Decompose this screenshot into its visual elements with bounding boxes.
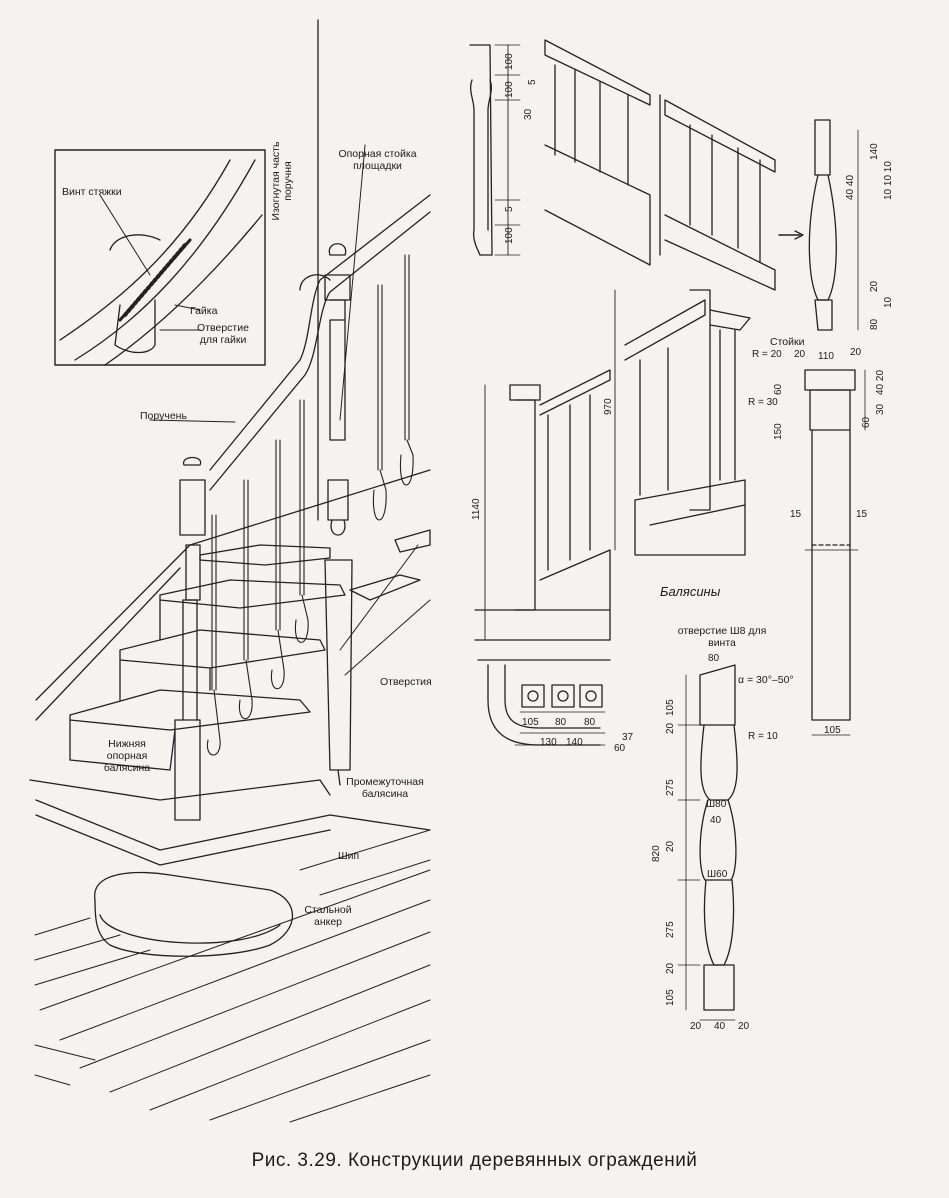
dim-value: 275	[665, 921, 676, 938]
dim-value: 40 40	[845, 174, 856, 200]
plan-view	[477, 659, 611, 746]
dim-value: 10	[883, 296, 894, 308]
dim-value: 60	[861, 416, 872, 428]
label-holes: Отверстия	[380, 676, 432, 688]
dim-value: 5	[504, 206, 515, 212]
dim-value: 150	[773, 423, 784, 440]
staircase-perspective	[29, 19, 431, 1123]
dim-value: 105	[824, 725, 841, 736]
newel-post-drawing	[804, 369, 866, 736]
label-steel-anchor: Стальной анкер	[304, 904, 352, 928]
dim-value: 10 10 10	[883, 161, 894, 200]
label-posts: Стойки	[770, 336, 805, 348]
dim-value: 40	[714, 1021, 726, 1032]
dim-value: 40	[710, 815, 722, 826]
dim-value: 80	[584, 717, 596, 728]
dim-value: 100	[504, 53, 515, 70]
dim-value: 40 20	[875, 369, 886, 395]
dim-value: R = 30	[748, 397, 778, 408]
stair-elevations	[474, 289, 751, 641]
dim-value: 60	[614, 743, 626, 754]
dim-value: Ш60	[707, 869, 728, 880]
label-balusters: Балясины	[660, 584, 721, 599]
figure-caption: Рис. 3.29. Конструкции деревянных огражд…	[251, 1150, 698, 1171]
dim-value: 140	[869, 143, 880, 160]
dim-value: 105	[665, 699, 676, 716]
label-curved-handrail: Изогнутая часть поручня	[270, 141, 294, 221]
dim-value: 20	[869, 280, 880, 292]
dim-value: 20	[690, 1021, 702, 1032]
post-profile-detail	[469, 44, 521, 256]
dim-value: 110	[818, 351, 834, 362]
label-nut-hole: Отверстие для гайки	[197, 322, 249, 346]
dim-value: 5	[527, 79, 538, 85]
label-handrail: Поручень	[140, 410, 187, 422]
dim-value: Ш80	[706, 799, 727, 810]
dim-value: 275	[665, 779, 676, 796]
dim-value: R = 10	[748, 731, 778, 742]
dim-value: 80	[555, 717, 567, 728]
dim-value: 1140	[471, 498, 482, 520]
dim-value: 100	[504, 227, 515, 244]
dim-value: 20	[665, 962, 676, 974]
label-bottom-baluster: Нижняя опорная балясина	[103, 738, 151, 774]
label-landing-post: Опорная стойка площадки	[338, 148, 417, 172]
dim-value: 140	[566, 737, 583, 748]
label-screw-hole: отверстие Ш8 для винта	[677, 625, 767, 649]
dim-value: 30	[875, 403, 886, 415]
dim-value: 30	[523, 108, 534, 120]
dim-value: R = 20	[752, 349, 782, 360]
dim-value: 20	[665, 722, 676, 734]
dim-value: 60	[773, 383, 784, 395]
dim-value: 20	[794, 349, 806, 360]
dim-value: 15	[790, 509, 802, 520]
dim-value: 20	[738, 1021, 750, 1032]
dim-value: 20	[665, 840, 676, 852]
dim-value: 970	[603, 398, 614, 415]
label-middle-baluster: Промежуточная балясина	[346, 776, 424, 800]
label-tenon: Шип	[338, 850, 360, 862]
label-screw: Винт стяжки	[62, 186, 122, 198]
label-angle: α = 30°–50°	[738, 674, 794, 686]
dim-value: 80	[708, 653, 720, 664]
dim-value: 820	[651, 845, 662, 862]
dim-value: 37	[622, 732, 634, 743]
dim-value: 105	[522, 717, 539, 728]
dim-value: 100	[504, 81, 515, 98]
dim-value: 80	[869, 318, 880, 330]
dim-value: 20	[850, 347, 862, 358]
dim-value: 15	[856, 509, 868, 520]
label-nut: Гайка	[190, 305, 218, 317]
railing-views	[544, 39, 859, 331]
baluster-drawing	[677, 664, 738, 1021]
dim-value: 130	[540, 737, 557, 748]
screw-joint-inset	[54, 149, 266, 366]
dim-value: 105	[665, 989, 676, 1006]
